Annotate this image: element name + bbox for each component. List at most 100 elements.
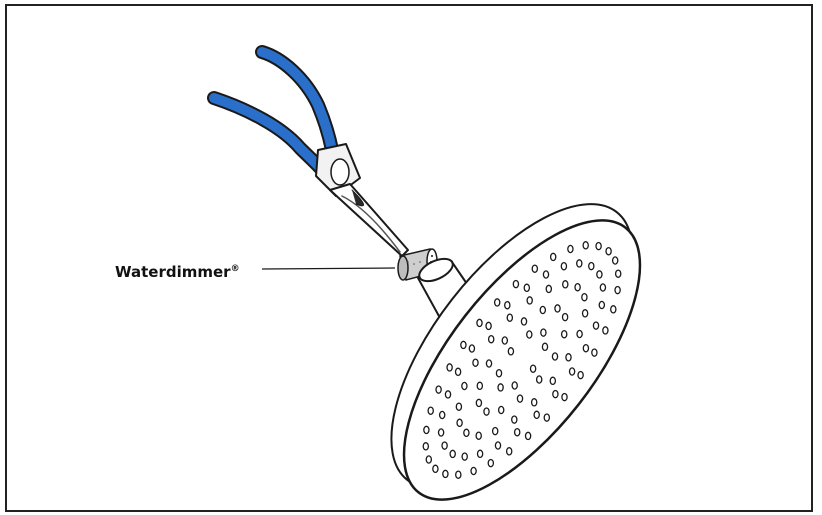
nozzle bbox=[512, 382, 517, 389]
nozzle bbox=[546, 285, 551, 292]
nozzle bbox=[551, 253, 556, 260]
nozzle bbox=[541, 329, 546, 336]
nozzle bbox=[550, 377, 555, 384]
nozzle bbox=[575, 284, 580, 291]
nozzle bbox=[439, 429, 444, 436]
nozzle bbox=[433, 465, 438, 472]
callout-leader-line bbox=[262, 268, 395, 269]
nozzle bbox=[471, 467, 476, 474]
nozzle bbox=[512, 416, 517, 423]
nozzle bbox=[442, 442, 447, 449]
nozzle bbox=[473, 359, 478, 366]
nozzle bbox=[456, 368, 461, 375]
nozzle bbox=[517, 395, 522, 402]
waterdimmer-callout-label: Waterdimmer® bbox=[115, 260, 240, 281]
nozzle bbox=[469, 345, 474, 352]
nozzle bbox=[562, 394, 567, 401]
nozzle bbox=[542, 343, 547, 350]
nozzle bbox=[457, 419, 462, 426]
nozzle bbox=[606, 248, 611, 255]
nozzle bbox=[426, 456, 431, 463]
nozzle bbox=[450, 450, 455, 457]
nozzle bbox=[593, 322, 598, 329]
nozzle bbox=[597, 271, 602, 278]
nozzle bbox=[578, 372, 583, 379]
nozzle bbox=[464, 429, 469, 436]
nozzle bbox=[540, 306, 545, 313]
nozzle bbox=[496, 370, 501, 377]
nozzle bbox=[505, 302, 510, 309]
nozzle bbox=[521, 318, 526, 325]
nozzle bbox=[563, 314, 568, 321]
nozzle bbox=[526, 432, 531, 439]
nozzle bbox=[600, 284, 605, 291]
nozzle bbox=[498, 384, 503, 391]
nozzle bbox=[568, 245, 573, 252]
nozzle bbox=[486, 360, 491, 367]
nozzle bbox=[532, 265, 537, 272]
nozzle bbox=[424, 426, 429, 433]
nozzle bbox=[456, 403, 461, 410]
nozzle bbox=[488, 460, 493, 467]
nozzle bbox=[477, 319, 482, 326]
nozzle bbox=[477, 382, 482, 389]
nozzle bbox=[443, 470, 448, 477]
nozzle bbox=[478, 450, 483, 457]
nozzle bbox=[599, 301, 604, 308]
nozzle bbox=[543, 271, 548, 278]
nozzle bbox=[589, 263, 594, 270]
nozzle bbox=[566, 354, 571, 361]
nozzle bbox=[489, 336, 494, 343]
nozzle bbox=[486, 322, 491, 329]
shower-head-icon bbox=[347, 165, 682, 515]
nozzle bbox=[499, 406, 504, 413]
nozzle bbox=[583, 310, 588, 317]
nozzle bbox=[583, 242, 588, 249]
nozzle bbox=[461, 341, 466, 348]
nozzle bbox=[527, 331, 532, 338]
nozzle bbox=[615, 287, 620, 294]
nozzle bbox=[423, 443, 428, 450]
nozzle bbox=[513, 281, 518, 288]
nozzle bbox=[440, 411, 445, 418]
nozzle bbox=[476, 399, 481, 406]
nozzle bbox=[555, 305, 560, 312]
nozzle bbox=[616, 270, 621, 277]
nozzle bbox=[484, 408, 489, 415]
nozzle bbox=[596, 243, 601, 250]
nozzle bbox=[515, 429, 520, 436]
nozzle bbox=[592, 349, 597, 356]
nozzle bbox=[563, 281, 568, 288]
nozzle bbox=[502, 337, 507, 344]
nozzle bbox=[508, 348, 513, 355]
nozzle bbox=[532, 399, 537, 406]
nozzle bbox=[462, 382, 467, 389]
nozzle bbox=[495, 442, 500, 449]
nozzle bbox=[553, 391, 558, 398]
nozzle bbox=[561, 263, 566, 270]
nozzle bbox=[582, 294, 587, 301]
nozzle bbox=[534, 411, 539, 418]
nozzle bbox=[507, 448, 512, 455]
nozzle bbox=[527, 297, 532, 304]
nozzle bbox=[544, 414, 549, 421]
nozzle bbox=[570, 368, 575, 375]
nozzle bbox=[428, 407, 433, 414]
callout-text: Waterdimmer bbox=[115, 263, 231, 281]
nozzle bbox=[447, 364, 452, 371]
nozzle bbox=[603, 327, 608, 334]
nozzle bbox=[531, 365, 536, 372]
nozzle bbox=[583, 345, 588, 352]
nozzle bbox=[456, 471, 461, 478]
registered-mark: ® bbox=[231, 264, 240, 274]
nozzle bbox=[611, 306, 616, 313]
nozzle bbox=[552, 353, 557, 360]
nozzle bbox=[495, 299, 500, 306]
nozzle bbox=[445, 391, 450, 398]
nozzle bbox=[462, 453, 467, 460]
nozzle bbox=[562, 331, 567, 338]
pliers-icon bbox=[214, 52, 408, 256]
nozzle bbox=[577, 260, 582, 267]
nozzle bbox=[577, 330, 582, 337]
